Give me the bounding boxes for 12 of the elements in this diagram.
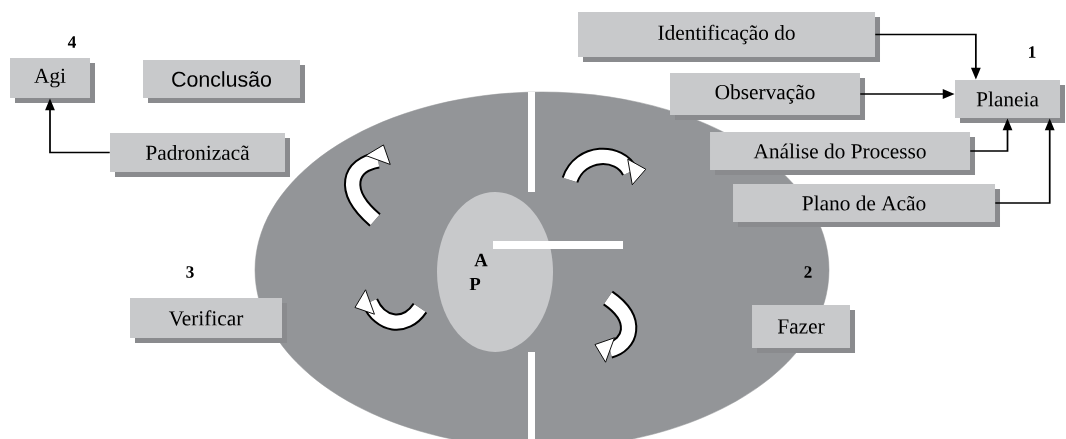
step-number: 4 [67, 36, 76, 48]
label-box: Agi [10, 58, 95, 103]
step-number: 2 [804, 266, 812, 278]
label-box: Plano de Acão [733, 184, 1000, 227]
label-box: Identificação do [578, 12, 880, 62]
step-number: 1 [1029, 46, 1036, 58]
label-box: Padronizacã [110, 133, 290, 177]
label-box: Conclusão [143, 60, 305, 103]
label-box: Observação [670, 73, 865, 120]
label-box: Verificar [130, 298, 287, 343]
label-box: Análise do Processo [710, 132, 975, 175]
step-number: 3 [186, 266, 194, 278]
